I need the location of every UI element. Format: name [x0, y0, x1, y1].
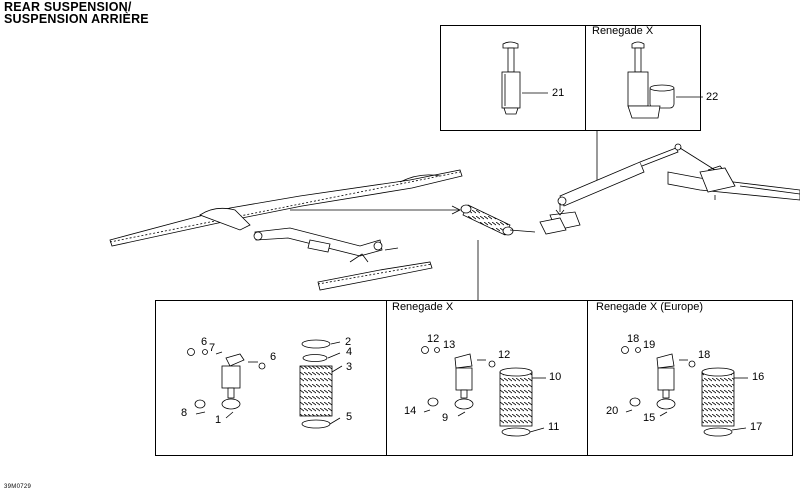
callout-15: 15: [643, 412, 656, 424]
shock-absorber-22-drawing: [627, 41, 703, 119]
coil-spring-10-drawing: [499, 367, 546, 437]
callout-9: 9: [442, 412, 449, 424]
callout-17: 17: [750, 421, 763, 433]
callout-12-left: 12: [427, 333, 440, 345]
bottom-europe-label: Renegade X (Europe): [596, 301, 704, 313]
bottom-europe-box: [587, 300, 793, 456]
cross-arm-drawing: [253, 227, 399, 257]
document-id: 39M0729: [4, 484, 32, 490]
callout-1: 1: [215, 414, 222, 426]
coil-spring-3-drawing: [299, 339, 343, 429]
shock-1-drawing: [187, 348, 266, 419]
coil-spring-16-drawing: [701, 367, 748, 437]
rear-arm-drawing: [667, 167, 800, 201]
skid-rail-drawing: [109, 169, 463, 247]
main-shock-drawing: [557, 143, 726, 207]
callout-10: 10: [549, 371, 562, 383]
callout-18-right: 18: [698, 349, 711, 361]
title-line-1: REAR SUSPENSION/: [4, 0, 132, 14]
lower-rail-drawing: [317, 253, 433, 291]
callout-16: 16: [752, 371, 765, 383]
callout-2: 2: [345, 336, 352, 348]
callout-7: 7: [209, 342, 216, 354]
callout-11: 11: [548, 421, 560, 433]
callout-6-left: 6: [201, 336, 208, 348]
callout-19: 19: [643, 339, 656, 351]
page-title: REAR SUSPENSION/ SUSPENSION ARRIÈRE: [4, 0, 149, 26]
callout-21: 21: [552, 87, 565, 99]
callout-18-left: 18: [627, 333, 640, 345]
callout-13: 13: [443, 339, 456, 351]
shock-absorber-21-drawing: [501, 41, 548, 115]
title-line-2: SUSPENSION ARRIÈRE: [4, 12, 149, 26]
mount-bracket-drawing: [539, 203, 581, 235]
callout-5: 5: [346, 411, 353, 423]
callout-14: 14: [404, 405, 417, 417]
callout-20: 20: [606, 405, 619, 417]
callout-22: 22: [706, 91, 719, 103]
callout-6-right: 6: [270, 351, 277, 363]
shock-15-drawing: [621, 346, 696, 417]
bottom-renegade-label: Renegade X: [392, 301, 454, 313]
callout-8: 8: [181, 407, 188, 419]
callout-3: 3: [346, 361, 353, 373]
top-renegade-label: Renegade X: [592, 25, 654, 37]
callout-4: 4: [346, 346, 353, 358]
center-coil-shock-drawing: [460, 204, 536, 236]
shock-9-drawing: [421, 346, 496, 417]
top-renegade-box: [585, 25, 701, 131]
callout-12-right: 12: [498, 349, 511, 361]
